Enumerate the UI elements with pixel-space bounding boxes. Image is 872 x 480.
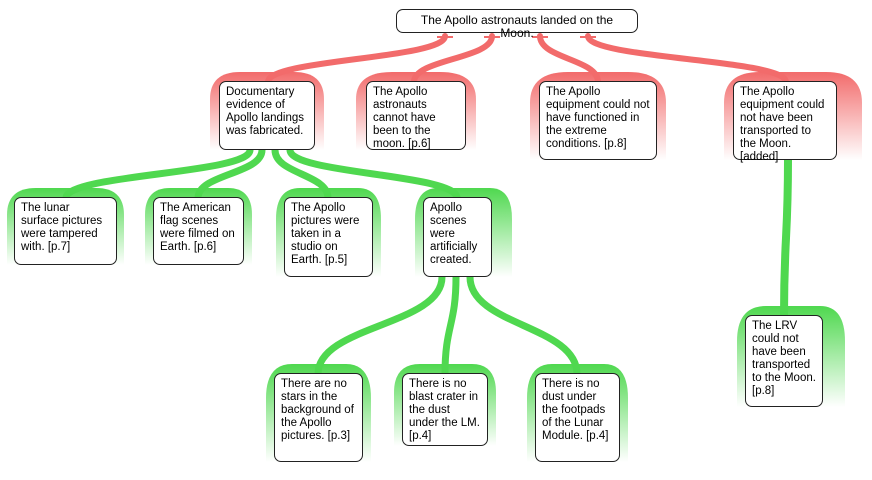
tick-o1 bbox=[437, 36, 453, 38]
objection-text: The Apollo astronauts cannot have been t… bbox=[373, 86, 436, 150]
support-box-s6[interactable]: There is no blast crater in the dust und… bbox=[402, 373, 488, 446]
support-text: The American flag scenes were filmed on … bbox=[160, 202, 235, 253]
link-root-o2 bbox=[411, 33, 495, 85]
support-text: Apollo scenes were artificially created. bbox=[430, 202, 478, 266]
link-s4-s6 bbox=[441, 273, 460, 378]
support-text: The Apollo pictures were taken in a stud… bbox=[291, 202, 360, 266]
objection-text: The Apollo equipment could not have func… bbox=[546, 86, 650, 150]
link-root-o1 bbox=[265, 33, 448, 85]
objection-box-o2[interactable]: The Apollo astronauts cannot have been t… bbox=[366, 81, 466, 150]
tick-o3 bbox=[532, 36, 548, 38]
support-box-s5[interactable]: There are no stars in the background of … bbox=[274, 373, 363, 462]
support-box-s4[interactable]: Apollo scenes were artificially created. bbox=[423, 197, 492, 277]
link-s4-s5 bbox=[314, 273, 446, 378]
objection-box-o3[interactable]: The Apollo equipment could not have func… bbox=[539, 81, 657, 160]
link-o4-s8 bbox=[780, 156, 792, 320]
link-root-o3 bbox=[537, 33, 601, 85]
link-s4-s7 bbox=[466, 273, 581, 378]
support-text: There is no dust under the footpads of t… bbox=[542, 378, 609, 442]
link-o1-s2 bbox=[194, 146, 266, 202]
root-claim[interactable]: The Apollo astronauts landed on the Moon… bbox=[396, 9, 638, 40]
link-root-o4 bbox=[585, 33, 789, 85]
link-o1-s1 bbox=[62, 146, 254, 202]
objection-box-o4[interactable]: The Apollo equipment could not have been… bbox=[733, 81, 837, 163]
objection-text: The Apollo equipment could not have been… bbox=[740, 86, 825, 163]
support-text: There is no blast crater in the dust und… bbox=[409, 378, 480, 442]
support-box-s3[interactable]: The Apollo pictures were taken in a stud… bbox=[284, 197, 373, 277]
support-box-s7[interactable]: There is no dust under the footpads of t… bbox=[535, 373, 620, 462]
support-box-s8[interactable]: The LRV could not have been transported … bbox=[745, 315, 823, 407]
root-claim-text: The Apollo astronauts landed on the Moon… bbox=[420, 13, 614, 40]
support-text: There are no stars in the background of … bbox=[281, 378, 354, 442]
link-o1-s3 bbox=[271, 146, 332, 202]
support-box-s1[interactable]: The lunar surface pictures were tampered… bbox=[14, 197, 117, 265]
tick-o2 bbox=[484, 36, 500, 38]
support-text: The lunar surface pictures were tampered… bbox=[21, 202, 103, 253]
support-box-s2[interactable]: The American flag scenes were filmed on … bbox=[153, 197, 244, 265]
support-text: The LRV could not have been transported … bbox=[752, 320, 816, 397]
link-o1-s4 bbox=[286, 146, 461, 202]
tick-o4 bbox=[580, 36, 596, 38]
objection-text: Documentary evidence of Apollo landings … bbox=[226, 86, 305, 137]
objection-box-o1[interactable]: Documentary evidence of Apollo landings … bbox=[219, 81, 315, 150]
